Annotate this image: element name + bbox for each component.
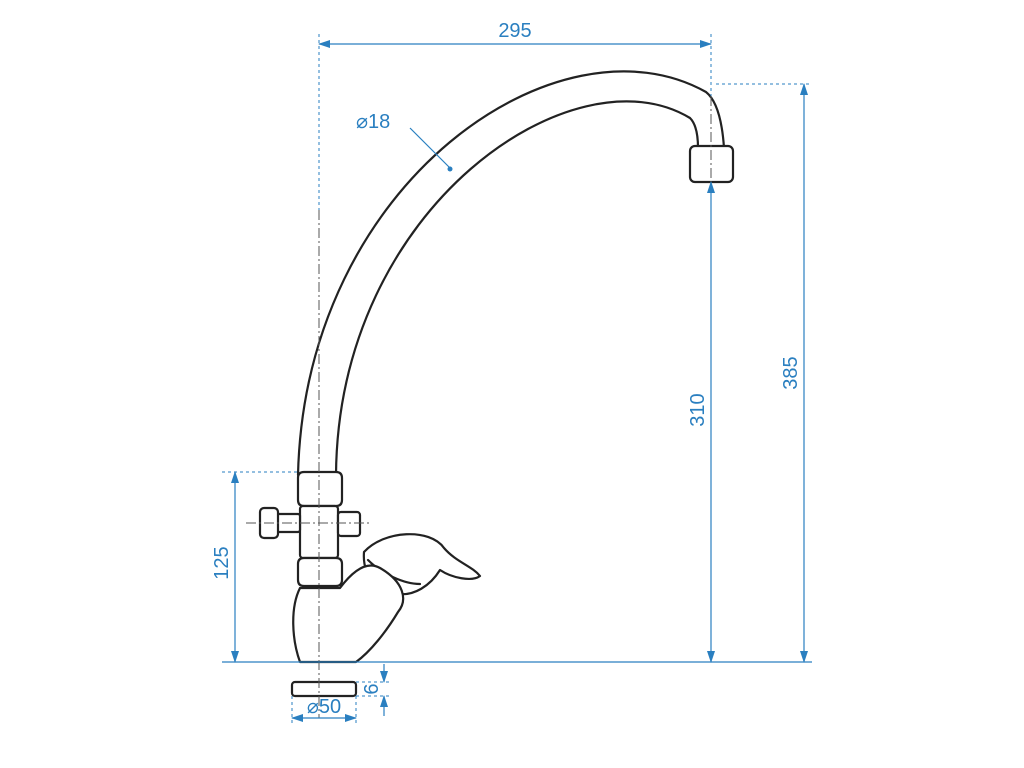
dimension-label-spout-clearance: 310 — [687, 393, 709, 426]
dimension-total-height: 385 — [716, 83, 812, 663]
dimension-spout-diameter: ⌀18 — [356, 111, 453, 172]
lower-collar — [296, 556, 344, 588]
spout-inner-curve — [334, 100, 700, 477]
dimension-spout-clearance: 310 — [687, 181, 715, 663]
valve-body — [298, 504, 340, 560]
dimension-body-height: 125 — [211, 471, 298, 663]
dimension-label-spout-diameter: ⌀18 — [356, 111, 390, 133]
upper-collar — [296, 470, 344, 508]
main-body — [292, 564, 405, 664]
dimension-base-diameter: ⌀50 — [291, 696, 357, 726]
dimension-label-body-height: 125 — [211, 546, 233, 579]
spout-outer-curve — [296, 70, 726, 477]
dimension-label-spout-reach: 295 — [498, 20, 531, 42]
faucet-outline — [258, 70, 735, 698]
dimension-label-base-thickness: 6 — [361, 683, 383, 694]
side-stub — [336, 510, 362, 538]
dimension-label-base-diameter: ⌀50 — [307, 696, 341, 718]
dimension-base-thickness: 6 — [356, 664, 392, 716]
dimension-spout-reach: 295 — [318, 20, 712, 210]
base-flange — [290, 680, 358, 698]
dimension-label-total-height: 385 — [780, 356, 802, 389]
